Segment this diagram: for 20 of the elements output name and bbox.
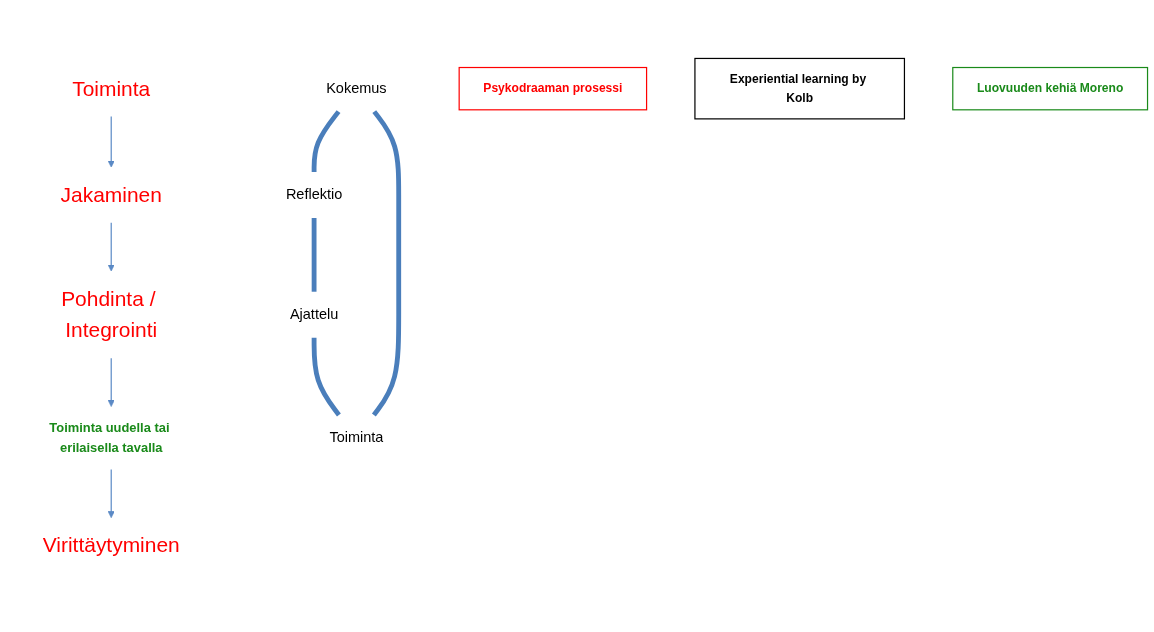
arrow bbox=[107, 222, 115, 272]
node-text: Toiminta bbox=[329, 429, 384, 446]
arrow bbox=[107, 115, 115, 168]
connector bbox=[371, 110, 402, 417]
node-text: Pohdinta / Integrointi bbox=[61, 286, 158, 343]
node-box: Luovuuden kehiä Moreno bbox=[952, 67, 1149, 111]
connector bbox=[311, 337, 341, 417]
node-text: Reflektio bbox=[285, 186, 343, 203]
node-text: Ajattelu bbox=[289, 306, 339, 323]
connector bbox=[311, 218, 317, 292]
node-text: Virittäytyminen bbox=[42, 533, 180, 558]
node-text: Toiminta uudella tai erilaisella tavalla bbox=[49, 421, 170, 455]
node-box: Experiential learning by Kolb bbox=[694, 57, 906, 120]
node-text: Jakaminen bbox=[60, 182, 162, 207]
arrow bbox=[107, 357, 115, 407]
connector bbox=[311, 110, 341, 173]
node-text: Kokemus bbox=[326, 80, 387, 97]
arrow bbox=[107, 468, 115, 519]
node-box: Psykodraaman prosessi bbox=[458, 67, 648, 111]
node-text: Toiminta bbox=[72, 76, 151, 101]
